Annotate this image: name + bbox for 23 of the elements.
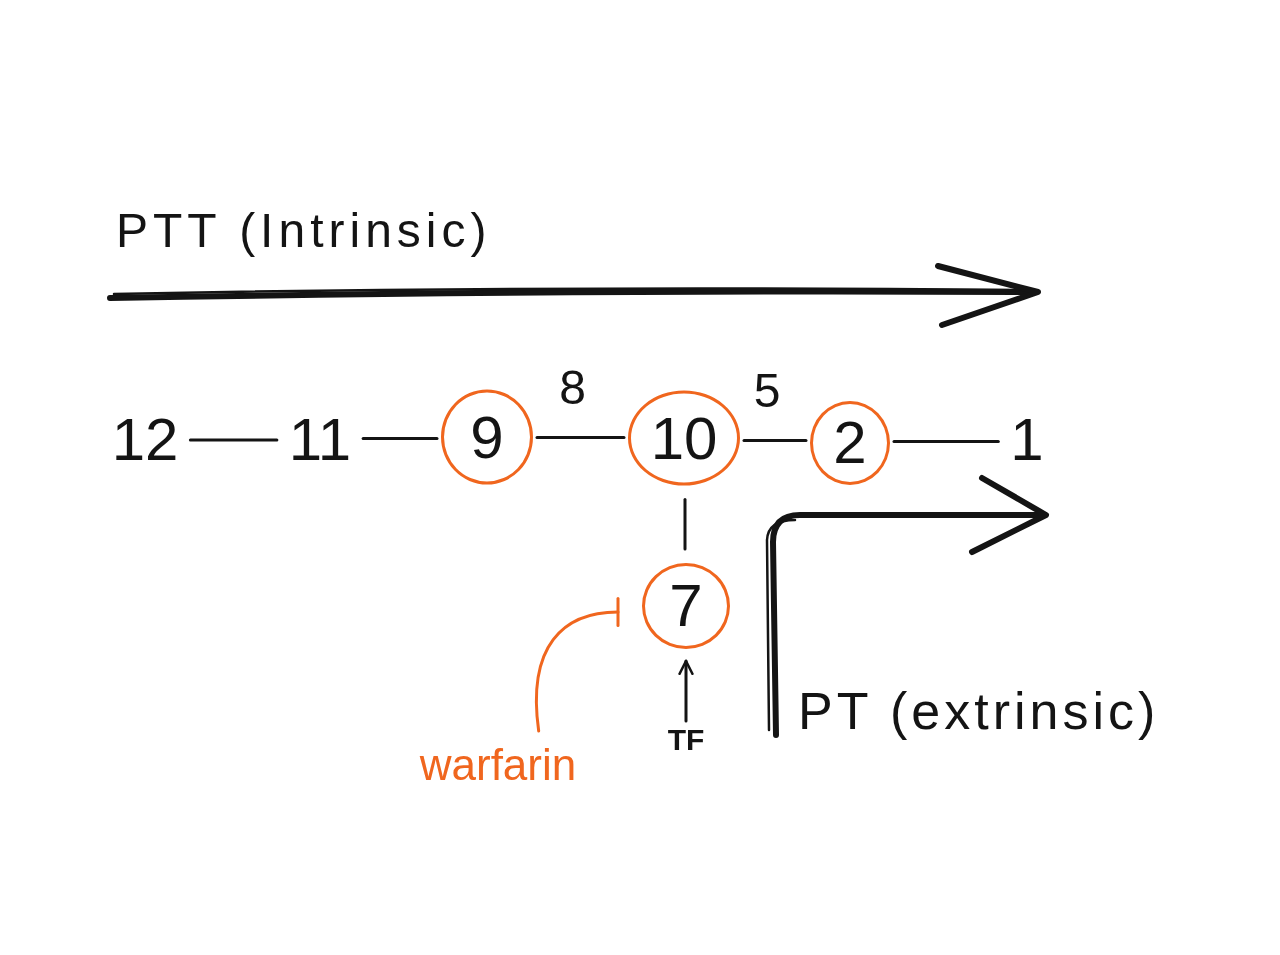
- factor-number: 1: [1010, 410, 1044, 470]
- connector-line: [892, 440, 1000, 443]
- factor-circle: [810, 401, 890, 485]
- factor-number: 11: [288, 410, 352, 470]
- pathway-label: PT (extrinsic): [798, 683, 1160, 741]
- factor-circle: [628, 390, 740, 486]
- drug-label: warfarin: [419, 743, 577, 787]
- factor-number: 7: [669, 576, 703, 636]
- arrow: [678, 659, 694, 723]
- inhibition-line: [535, 597, 621, 733]
- connector-line: [683, 498, 687, 551]
- factor-circle: [642, 563, 730, 649]
- connector-line: [361, 437, 439, 440]
- factor-circle: [441, 389, 533, 485]
- factor-number: 10: [650, 408, 718, 468]
- connector-line: [535, 436, 626, 439]
- factor-number: 2: [833, 413, 867, 473]
- connector-line: [742, 439, 808, 442]
- factor-label: TF: [667, 725, 705, 755]
- pathway-label: PTT (Intrinsic): [116, 205, 492, 258]
- factor-number: 9: [470, 407, 504, 467]
- connector-line: [188, 438, 279, 442]
- factor-number: 12: [111, 410, 179, 470]
